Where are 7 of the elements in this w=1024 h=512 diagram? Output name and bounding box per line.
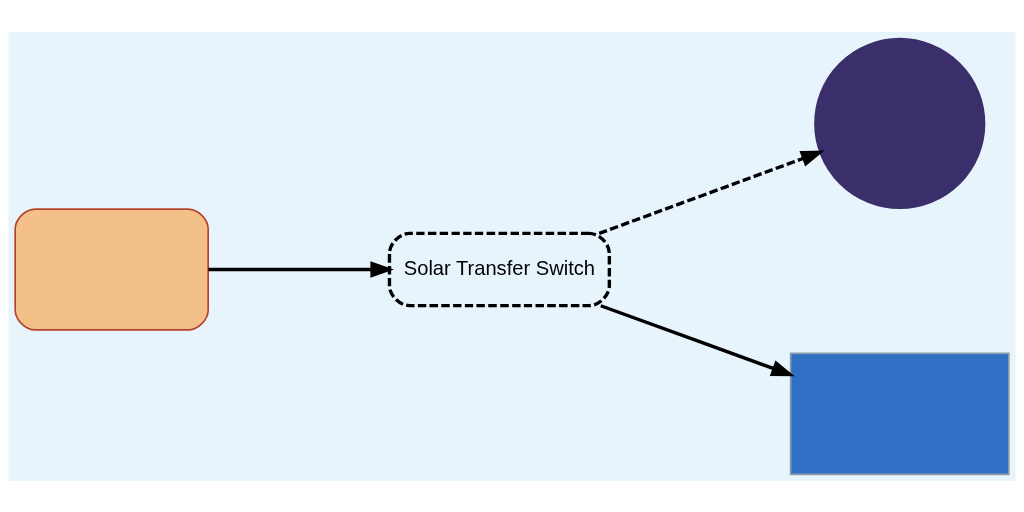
node-box: Solar Transfer Switch [387, 231, 612, 307]
node-box [789, 352, 1010, 475]
arrow [598, 150, 825, 235]
arrow [208, 260, 394, 278]
arrow [600, 303, 795, 376]
node-circle [814, 37, 986, 209]
node-box [14, 207, 210, 331]
